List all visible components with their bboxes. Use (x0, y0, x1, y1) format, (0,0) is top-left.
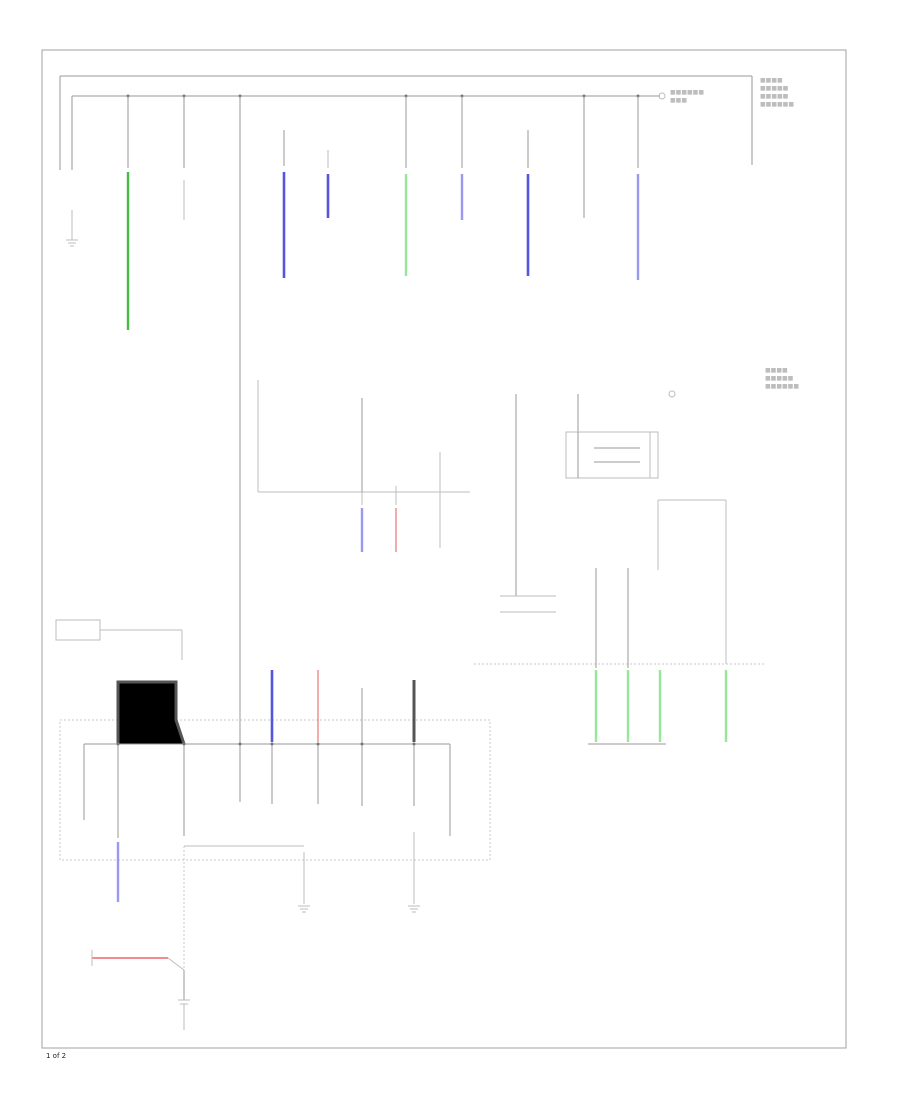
svg-text:■■■■: ■■■■ (765, 367, 788, 374)
svg-text:■■■■■: ■■■■■ (760, 93, 789, 100)
svg-text:■■■: ■■■ (670, 97, 687, 104)
svg-text:■■■■■: ■■■■■ (765, 375, 794, 382)
top-fuse-bus (59, 75, 753, 170)
svg-text:■■■■■: ■■■■■ (760, 85, 789, 92)
top-branch-wires (66, 96, 640, 330)
generator-symbol (55, 619, 183, 660)
svg-text:■■■■: ■■■■ (760, 77, 783, 84)
top-labels: ■■■■ ■■■■■ ■■■■■ ■■■■■■ ■■■■■■ ■■■ (670, 77, 794, 108)
junction-block-box (59, 719, 491, 861)
footer-code: 1 of 2 (46, 1052, 66, 1060)
svg-text:■■■■■■: ■■■■■■ (760, 101, 794, 108)
middle-left-junction (257, 380, 470, 552)
middle-right-relay: ■■■■ ■■■■■ ■■■■■■ (500, 367, 799, 664)
diagram-frame (41, 49, 847, 1049)
svg-text:■■■■■■: ■■■■■■ (670, 89, 704, 96)
svg-text:■■■■■■: ■■■■■■ (765, 383, 799, 390)
lower-output-wires (116, 832, 420, 980)
fusible-links (83, 96, 451, 838)
battery-starter (91, 950, 190, 1030)
lower-right-wires (588, 568, 728, 745)
